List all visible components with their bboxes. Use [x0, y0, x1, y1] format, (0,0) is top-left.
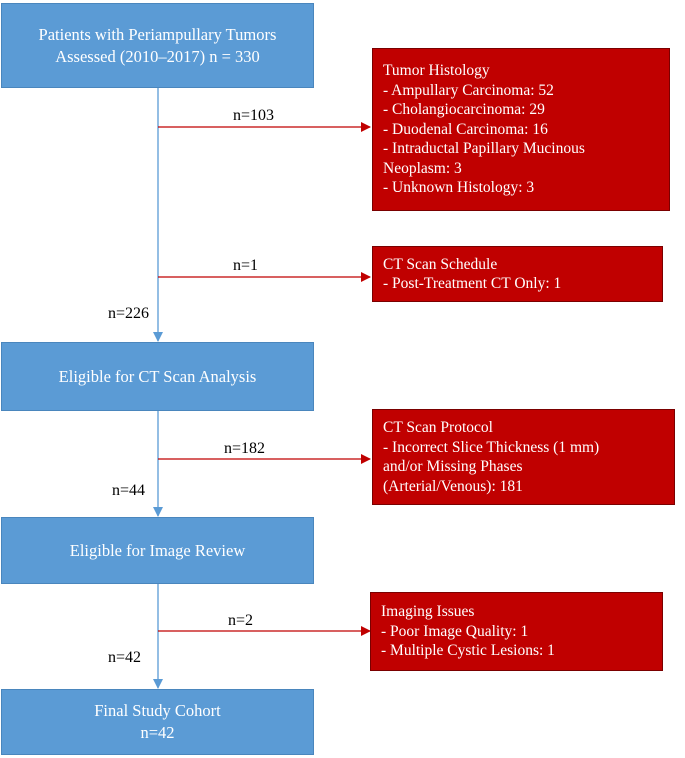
exclusion-line: - Duodenal Carcinoma: 16: [383, 120, 548, 138]
label-excluded-protocol: n=182: [224, 440, 266, 457]
box-eligible-image: Eligible for Image Review: [1, 517, 314, 584]
exclusion-title: Tumor Histology: [383, 62, 490, 80]
box-final-cohort-line-2: n=42: [140, 723, 175, 742]
label-excluded-histology: n=103: [233, 107, 275, 124]
exclusion-box-ct-schedule: CT Scan Schedule - Post-Treatment CT Onl…: [372, 246, 663, 302]
box-eligible-ct-label: Eligible for CT Scan Analysis: [58, 366, 257, 386]
exclusion-box-tumor-histology: Tumor Histology - Ampullary Carcinoma: 5…: [372, 48, 670, 211]
exclusion-line: - Post-Treatment CT Only: 1: [383, 275, 562, 292]
label-excluded-imaging: n=2: [228, 612, 254, 629]
label-excluded-schedule: n=1: [233, 257, 259, 274]
box-eligible-ct: Eligible for CT Scan Analysis: [1, 342, 314, 411]
box-patients-assessed-line-1: Patients with Periampullary Tumors: [38, 24, 277, 44]
exclusion-line: and/or Missing Phases: [383, 458, 523, 475]
box-final-cohort-line-1: Final Study Cohort: [94, 701, 221, 720]
box-final-cohort: Final Study Cohort n=42: [1, 689, 314, 755]
exclusion-line: - Multiple Cystic Lesions: 1: [381, 642, 555, 660]
exclusion-line: - Unknown Histology: 3: [383, 179, 535, 197]
exclusion-box-imaging-issues: Imaging Issues - Poor Image Quality: 1 -…: [370, 592, 663, 671]
label-remaining-44: n=44: [112, 482, 146, 499]
exclusion-line: (Arterial/Venous): 181: [383, 477, 523, 495]
exclusion-title: Imaging Issues: [381, 603, 475, 621]
exclusion-line: - Incorrect Slice Thickness (1 mm): [383, 438, 600, 456]
label-remaining-226: n=226: [108, 305, 150, 322]
label-remaining-42: n=42: [108, 649, 142, 666]
box-patients-assessed: Patients with Periampullary Tumors Asses…: [1, 3, 314, 88]
box-eligible-image-label: Eligible for Image Review: [69, 540, 246, 560]
exclusion-box-ct-protocol: CT Scan Protocol - Incorrect Slice Thick…: [372, 409, 675, 505]
exclusion-line: - Ampullary Carcinoma: 52: [383, 81, 554, 99]
box-patients-assessed-line-2: Assessed (2010–2017) n = 330: [55, 46, 260, 66]
exclusion-line: - Poor Image Quality: 1: [381, 622, 529, 640]
exclusion-line: - Intraductal Papillary Mucinous: [383, 140, 585, 158]
exclusion-line: - Cholangiocarcinoma: 29: [383, 101, 545, 119]
exclusion-title: CT Scan Protocol: [383, 419, 493, 436]
exclusion-title: CT Scan Schedule: [383, 255, 498, 273]
exclusion-line: Neoplasm: 3: [383, 159, 462, 177]
